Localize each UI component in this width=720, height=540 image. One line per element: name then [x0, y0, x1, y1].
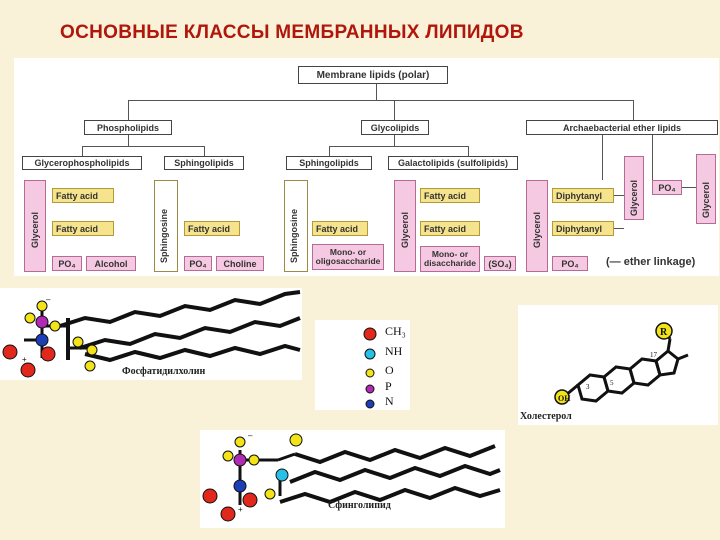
fatty-acid-block: Fatty acid	[184, 221, 240, 236]
atom-legend: CH₃ NH O P N	[315, 320, 410, 410]
svg-text:5: 5	[610, 379, 614, 387]
slide-title: ОСНОВНЫЕ КЛАССЫ МЕМБРАННЫХ ЛИПИДОВ	[60, 22, 524, 43]
sphingolipids-glyco-box: Sphingolipids	[286, 156, 372, 170]
po4-block: PO₄	[184, 256, 212, 271]
mono-di-line2: disaccharide	[424, 258, 476, 268]
sphingosine-bar	[154, 180, 178, 272]
legend-label-p: P	[385, 379, 392, 393]
glycerol-bar	[394, 180, 416, 272]
cholesterol-caption: Холестерол	[520, 411, 572, 422]
fatty-acid-block: Fatty acid	[420, 221, 480, 236]
mono-disaccharide-block: Mono- or disaccharide	[420, 246, 480, 272]
fatty-acid-block: Fatty acid	[52, 221, 114, 236]
svg-text:3: 3	[586, 383, 590, 391]
legend-swatch-nh	[364, 348, 376, 360]
glycerol-bar	[526, 180, 548, 272]
legend-swatch-o	[365, 368, 375, 378]
ether-linkage-note: (— ether linkage)	[606, 256, 696, 268]
glycerophospholipids-box: Glycerophospholipids	[22, 156, 142, 170]
phosphatidylcholine-molecule: + –	[2, 290, 301, 378]
sphingolipid-panel: + – Сфинголипид	[200, 430, 505, 528]
so4-block: (SO₄)	[484, 256, 516, 271]
legend-label-n: N	[385, 394, 394, 408]
mono-oligo-line2: oligosaccharide	[315, 256, 381, 266]
sphingosine-label: Sphingosine	[289, 209, 299, 263]
glycerol-label: Glycerol	[701, 181, 711, 218]
sphingosine-bar	[284, 180, 308, 272]
fatty-acid-block: Fatty acid	[312, 221, 368, 236]
svg-text:–: –	[46, 295, 51, 304]
legend-swatch-n	[365, 399, 375, 409]
po4-block: PO₄	[652, 180, 682, 195]
galactolipids-box: Galactolipids (sulfolipids)	[388, 156, 518, 170]
legend-label-nh: NH	[385, 344, 403, 358]
cholesterol-molecule: OH R 17 3 5	[554, 322, 689, 405]
legend-swatch-p	[365, 384, 375, 394]
fatty-acid-block: Fatty acid	[420, 188, 480, 203]
glycerol-label: Glycerol	[30, 211, 40, 248]
cholesterol-r-label: R	[660, 327, 668, 338]
glycerol-label: Glycerol	[400, 211, 410, 248]
sphingolipid-molecule: + –	[202, 431, 501, 522]
legend-swatch-ch3	[363, 327, 377, 341]
po4-block: PO₄	[52, 256, 82, 271]
membrane-lipids-box: Membrane lipids (polar)	[298, 66, 448, 84]
choline-block: Choline	[216, 256, 264, 271]
glycolipids-box: Glycolipids	[361, 120, 429, 135]
glycerol-bar	[696, 154, 716, 224]
glycerol-bar	[624, 156, 644, 220]
lipid-classification-scheme: Membrane lipids (polar) Phospholipids Gl…	[14, 58, 719, 276]
svg-text:–: –	[248, 431, 253, 440]
cholesterol-panel: OH R 17 3 5 Холестерол	[518, 305, 718, 425]
sphingolipid-caption: Сфинголипид	[328, 500, 391, 511]
sphingolipids-phospho-box: Sphingolipids	[164, 156, 244, 170]
diphytanyl-block: Diphytanyl	[552, 221, 614, 236]
glycerol-label: Glycerol	[532, 211, 542, 248]
glycerol-bar	[24, 180, 46, 272]
glycerol-label: Glycerol	[629, 179, 639, 216]
mono-oligo-line1: Mono- or	[329, 247, 367, 257]
archaebacterial-box: Archaebacterial ether lipids	[526, 120, 718, 135]
mono-di-line1: Mono- or	[431, 249, 469, 259]
phosphatidylcholine-panel: + – Фосфатидилхолин	[0, 288, 302, 380]
svg-text:+: +	[238, 505, 243, 514]
mono-oligosaccharide-block: Mono- or oligosaccharide	[312, 244, 384, 270]
diphytanyl-block: Diphytanyl	[552, 188, 614, 203]
phospholipids-box: Phospholipids	[84, 120, 172, 135]
legend-label-o: O	[385, 363, 394, 377]
fatty-acid-block: Fatty acid	[52, 188, 114, 203]
sphingosine-label: Sphingosine	[159, 209, 169, 263]
legend-label-ch3: CH₃	[385, 324, 406, 338]
po4-block: PO₄	[552, 256, 588, 271]
svg-text:+: +	[22, 355, 27, 364]
svg-text:17: 17	[650, 351, 658, 359]
cholesterol-oh-label: OH	[558, 394, 571, 403]
phosphatidylcholine-caption: Фосфатидилхолин	[122, 366, 206, 377]
alcohol-block: Alcohol	[86, 256, 136, 271]
